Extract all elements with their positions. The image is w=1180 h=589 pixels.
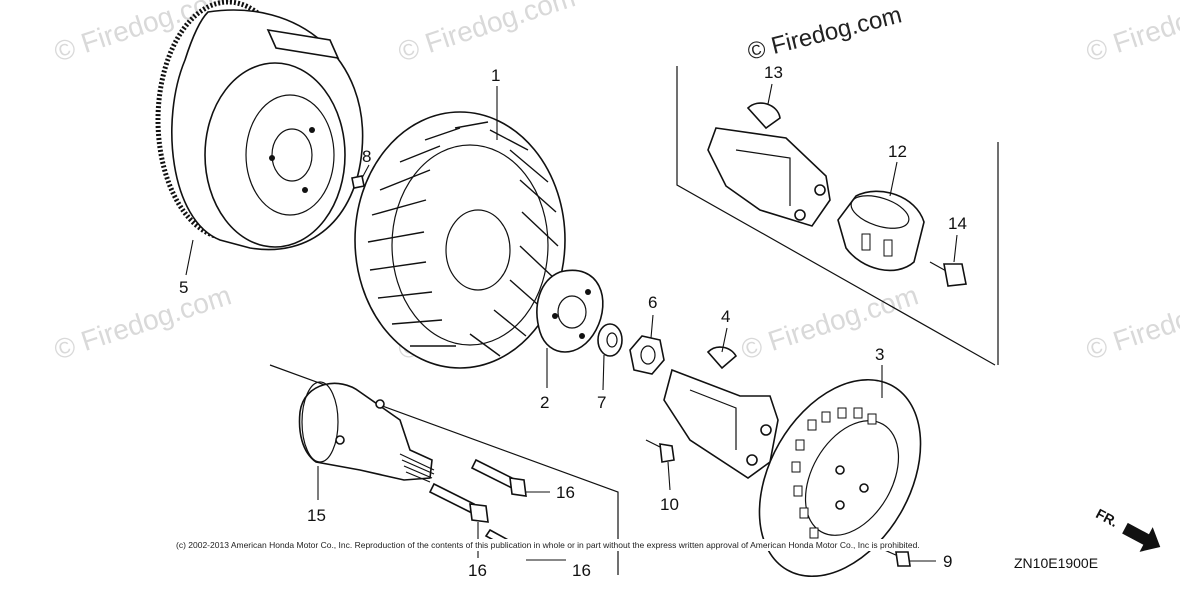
part-label-2: 2 (540, 393, 549, 412)
watermark: © Firedog.com (50, 279, 235, 365)
flange-nut (629, 335, 665, 375)
watermark-dark: © Firedog.com (745, 1, 905, 65)
recoil-pulley (707, 102, 831, 227)
part-label-1: 1 (491, 66, 500, 85)
copyright-backdrop (172, 539, 1006, 551)
recoil-group-outline (676, 66, 996, 366)
watermark: © Firedog.com (1082, 0, 1180, 68)
part-label-6: 6 (648, 293, 657, 312)
front-direction-marker: FR. (1093, 505, 1161, 552)
leader-10 (667, 461, 671, 491)
leader-4 (721, 327, 728, 353)
part-label-12: 12 (888, 142, 907, 161)
part-label-16-a: 16 (556, 483, 575, 502)
bolt-16 (428, 458, 527, 550)
flywheel (155, 0, 364, 251)
part-label-16-c: 16 (572, 561, 591, 580)
svg-text:FR.: FR. (1093, 505, 1120, 530)
part-label-4: 4 (721, 307, 730, 326)
recoil-disc (758, 378, 922, 578)
part-label-8: 8 (362, 147, 371, 166)
leader-8 (361, 164, 370, 179)
front-arrow (1122, 522, 1161, 552)
starter-pulley (663, 346, 779, 479)
part-label-3: 3 (875, 345, 884, 364)
leader-12 (889, 161, 898, 197)
leader-6 (650, 314, 654, 339)
copyright-notice: (c) 2002-2013 American Honda Motor Co., … (176, 540, 920, 550)
leader-13 (767, 83, 773, 105)
cooling-fan (354, 111, 566, 369)
watermark: © Firedog.com (737, 279, 922, 365)
leader-7 (602, 354, 605, 391)
diagram-reference-code: ZN10E1900E (1014, 555, 1098, 571)
part-label-14: 14 (948, 214, 967, 233)
starter-housing (298, 381, 435, 483)
bolt-10 (645, 439, 675, 463)
fan-plate (536, 269, 604, 353)
washer (597, 323, 623, 357)
bolt-9 (879, 547, 911, 567)
part-label-9: 9 (943, 552, 952, 571)
part-label-13: 13 (764, 63, 783, 82)
part-label-16-b: 16 (468, 561, 487, 580)
bolt-14 (929, 261, 967, 287)
part-label-7: 7 (597, 393, 606, 412)
starter-cup (837, 190, 925, 272)
leader-14 (953, 234, 958, 263)
part-label-10: 10 (660, 495, 679, 514)
part-label-15: 15 (307, 506, 326, 525)
part-label-5: 5 (179, 278, 188, 297)
watermark: © Firedog.com (1082, 279, 1180, 365)
watermark: © Firedog.com (394, 0, 579, 68)
leader-5 (185, 239, 194, 276)
